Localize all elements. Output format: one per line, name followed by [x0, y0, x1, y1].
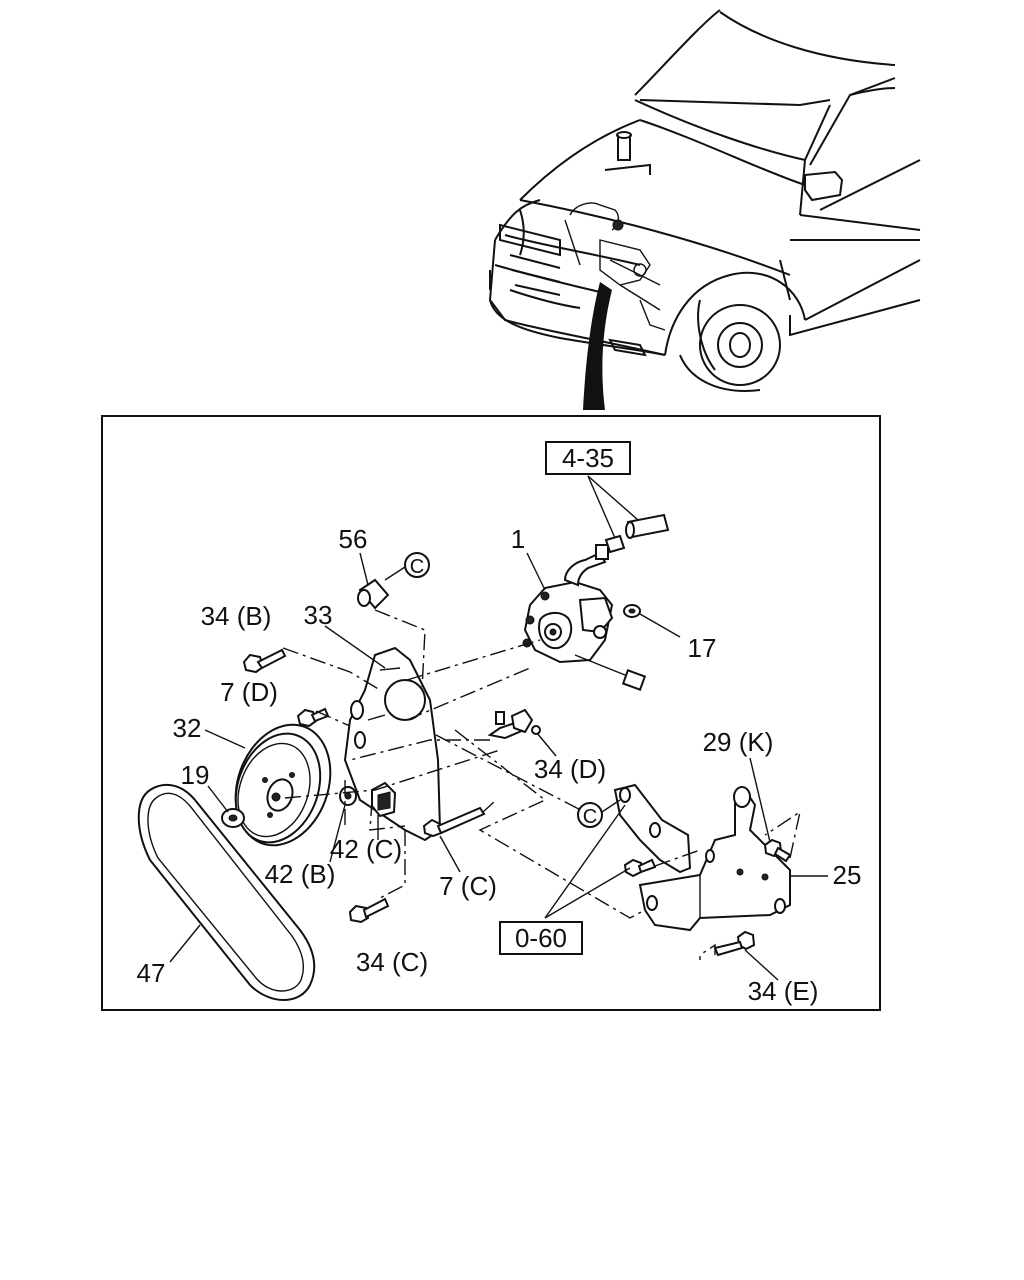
- callout-42c: 42 (C): [330, 834, 402, 864]
- clip-42c: [371, 781, 397, 818]
- callout-29k: 29 (K): [703, 727, 774, 757]
- bolt-34b: [242, 648, 287, 674]
- callout-33: 33: [304, 600, 333, 630]
- bolt-7d: [296, 707, 330, 728]
- callout-17: 17: [688, 633, 717, 663]
- hose-fitting: [604, 513, 670, 554]
- connector-c-leader-top: [384, 566, 406, 581]
- callout-1: 1: [511, 524, 525, 554]
- svg-text:4-35: 4-35: [562, 443, 614, 473]
- callout-7d: 7 (D): [220, 677, 278, 707]
- callout-34c: 34 (C): [356, 947, 428, 977]
- bracket-25: [638, 786, 791, 932]
- pulley-32: [234, 723, 332, 847]
- bolt-34d: [487, 708, 541, 740]
- nut-19: [221, 808, 245, 828]
- drive-belt-47: [137, 783, 316, 1001]
- svg-text:C: C: [410, 556, 424, 578]
- callout-34e: 34 (E): [748, 976, 819, 1006]
- callout-25: 25: [833, 860, 862, 890]
- bolt-34e: [713, 930, 756, 957]
- callout-42b: 42 (B): [265, 859, 336, 889]
- callout-34d: 34 (D): [534, 754, 606, 784]
- plate-0-60: [613, 783, 715, 874]
- callout-34b: 34 (B): [201, 601, 272, 631]
- bolt-34c: [348, 897, 390, 924]
- callout-56: 56: [339, 524, 368, 554]
- power-steering-pump: [522, 544, 647, 691]
- pointer-arrow: [583, 282, 612, 410]
- callout-7c: 7 (C): [439, 871, 497, 901]
- nut-42b: [339, 786, 357, 806]
- reference-box-0-60[interactable]: 0-60: [499, 921, 583, 955]
- vehicle-illustration: [488, 9, 921, 392]
- leader-lines: [169, 475, 828, 981]
- connector-c-icon-top: C: [404, 552, 430, 578]
- callout-32: 32: [173, 713, 202, 743]
- collar-56: [357, 578, 390, 610]
- reference-box-4-35[interactable]: 4-35: [545, 441, 631, 475]
- washer-17: [623, 604, 641, 618]
- connector-c-leader-bottom: [601, 799, 621, 813]
- bolt-7c: [422, 806, 486, 838]
- connector-c-icon-bottom: C: [577, 802, 603, 828]
- svg-text:C: C: [583, 806, 597, 828]
- callout-19: 19: [181, 760, 210, 790]
- callout-47: 47: [137, 958, 166, 988]
- bolt-0-60: [623, 858, 657, 878]
- bolt-29k: [763, 838, 792, 863]
- detail-frame: [101, 415, 881, 1011]
- svg-text:0-60: 0-60: [515, 923, 567, 953]
